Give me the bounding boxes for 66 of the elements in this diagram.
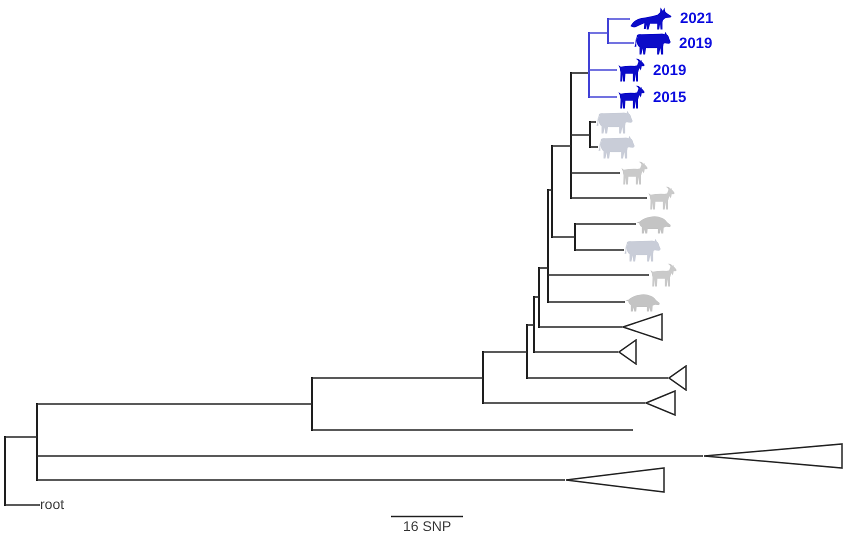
collapsed-clade-triangle bbox=[618, 339, 637, 365]
vertical-branch-line bbox=[311, 377, 313, 431]
branch-line bbox=[590, 69, 617, 71]
branch-line bbox=[540, 267, 547, 269]
vertical-branch-line bbox=[574, 223, 576, 251]
branch-line bbox=[6, 504, 40, 506]
vertical-branch-line bbox=[526, 324, 528, 379]
year-label: 2019 bbox=[653, 62, 686, 78]
branch-line bbox=[590, 96, 617, 98]
branch-line bbox=[590, 32, 607, 34]
cow-icon bbox=[624, 238, 661, 262]
vertical-branch-line bbox=[547, 189, 549, 303]
branch-line bbox=[540, 326, 622, 328]
vertical-branch-line bbox=[589, 121, 591, 148]
scale-label: 16 SNP bbox=[403, 518, 452, 534]
branch-line bbox=[528, 324, 533, 326]
vertical-branch-line bbox=[4, 436, 6, 506]
branch-line bbox=[549, 189, 551, 191]
vertical-branch-line bbox=[607, 18, 609, 44]
vertical-branch-line bbox=[36, 403, 38, 481]
branch-line bbox=[484, 351, 526, 353]
collapsed-clade-triangle bbox=[668, 365, 687, 391]
branch-line bbox=[535, 296, 538, 298]
year-label: 2015 bbox=[653, 88, 686, 106]
branch-line bbox=[484, 402, 645, 404]
vertical-branch-line bbox=[588, 32, 590, 98]
branch-line bbox=[38, 403, 311, 405]
boar-icon bbox=[625, 292, 660, 312]
goat-icon bbox=[620, 161, 648, 185]
cow-icon bbox=[598, 135, 635, 159]
branch-line bbox=[313, 429, 633, 431]
vertical-branch-line bbox=[570, 72, 572, 199]
branch-line bbox=[6, 436, 36, 438]
branch-line bbox=[549, 274, 649, 276]
root-label: root bbox=[40, 496, 64, 512]
goat-icon bbox=[647, 186, 675, 210]
branch-line bbox=[528, 377, 668, 379]
vertical-branch-line bbox=[482, 351, 484, 404]
branch-line bbox=[609, 42, 634, 44]
branch-line bbox=[38, 455, 703, 457]
boar-icon bbox=[636, 214, 671, 234]
branch-line bbox=[591, 121, 596, 123]
branch-line bbox=[572, 172, 620, 174]
collapsed-clade-triangle bbox=[565, 467, 665, 493]
branch-line bbox=[576, 223, 636, 225]
branch-line bbox=[553, 145, 570, 147]
branch-line bbox=[572, 72, 588, 74]
goat-icon bbox=[649, 263, 677, 287]
branch-line bbox=[553, 236, 574, 238]
branch-line bbox=[609, 18, 630, 20]
branch-line bbox=[535, 351, 618, 353]
year-label: 2021 bbox=[680, 10, 714, 27]
branch-line bbox=[572, 134, 589, 136]
vertical-branch-line bbox=[551, 145, 553, 238]
branch-line bbox=[576, 249, 624, 251]
collapsed-clade-triangle bbox=[703, 443, 843, 469]
vertical-branch-line bbox=[533, 296, 535, 353]
branch-line bbox=[313, 377, 482, 379]
collapsed-clade-triangle bbox=[645, 390, 676, 416]
vertical-branch-line bbox=[538, 267, 540, 328]
branch-line bbox=[549, 301, 625, 303]
branch-line bbox=[572, 197, 647, 199]
year-label: 2019 bbox=[679, 34, 712, 52]
branch-line bbox=[591, 146, 598, 148]
cow-icon bbox=[596, 110, 633, 134]
branch-line bbox=[38, 479, 565, 481]
